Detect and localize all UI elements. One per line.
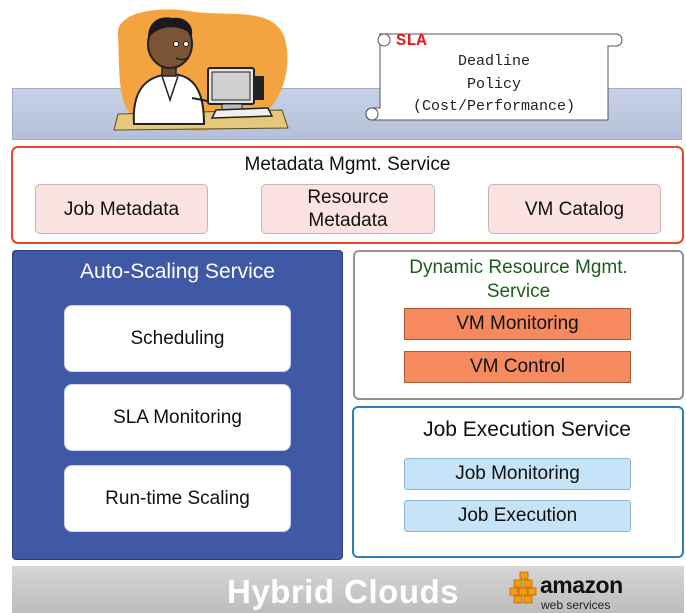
sla-title: SLA <box>396 32 427 51</box>
dynamic-resource-service-title: Dynamic Resource Mgmt. Service <box>409 257 628 302</box>
amazon-logo-text: amazon <box>540 572 623 598</box>
sla-monitoring-box: SLA Monitoring <box>64 384 291 451</box>
sla-line-deadline: Deadline <box>457 53 530 70</box>
vm-control-box: VM Control <box>404 351 631 383</box>
auto-scaling-service-title: Auto-Scaling Service <box>80 260 275 283</box>
resource-metadata-box: Resource Metadata <box>261 184 435 234</box>
sla-line-cost-performance: (Cost/Performance) <box>412 98 576 115</box>
metadata-service-title: Metadata Mgmt. Service <box>244 154 451 175</box>
job-execution-service-title: Job Execution Service <box>423 418 631 441</box>
scroll-icon <box>365 33 623 121</box>
vm-monitoring-box: VM Monitoring <box>404 308 631 340</box>
scheduling-box: Scheduling <box>64 305 291 372</box>
job-monitoring-box: Job Monitoring <box>404 458 631 490</box>
run-time-scaling-box: Run-time Scaling <box>64 465 291 532</box>
hybrid-clouds-label: Hybrid Clouds <box>226 573 459 610</box>
web-services-text: web services <box>541 598 611 612</box>
job-metadata-box: Job Metadata <box>35 184 208 234</box>
sla-line-policy: Policy <box>466 76 521 93</box>
job-execution-box: Job Execution <box>404 500 631 532</box>
vm-catalog-box: VM Catalog <box>488 184 661 234</box>
user-at-computer-illustration <box>113 9 289 131</box>
hybrid-clouds-band <box>12 566 684 613</box>
aws-boxes-icon <box>509 571 537 604</box>
